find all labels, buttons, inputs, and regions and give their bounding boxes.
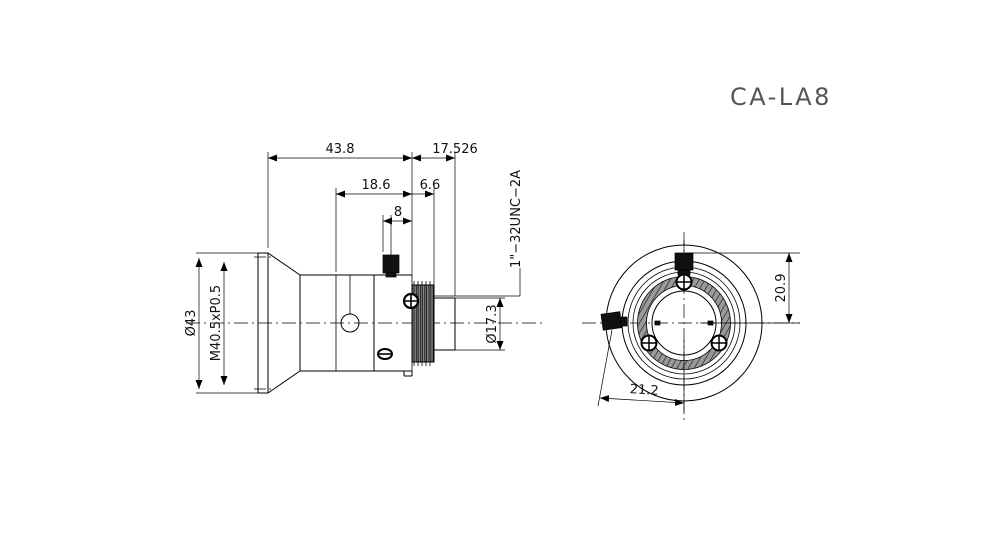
- top-lock-screw-front: [674, 240, 694, 276]
- retainer-screw-lower-side: [377, 348, 393, 360]
- dim-label-overall-front: 43.8: [326, 142, 355, 157]
- front-view: 20.9 21.2: [582, 232, 800, 424]
- dim-post-offset: 8: [383, 205, 412, 225]
- side-view-vertical-ext-lines: [196, 252, 274, 394]
- retainer-screw-lower-left: [640, 334, 658, 352]
- dim-label-post-offset: 8: [394, 205, 402, 220]
- dim-overall-front: 43.8: [268, 142, 412, 162]
- dim-label-ring-length: 6.6: [420, 178, 441, 193]
- dim-label-mount-length: 17.526: [432, 142, 478, 157]
- dim-label-flange-diameter: Ø43: [184, 310, 199, 337]
- dim-radial-offset: 21.2: [597, 329, 685, 412]
- dim-mount-length: 17.526: [412, 142, 478, 162]
- dim-label-post-height: 20.9: [774, 274, 789, 303]
- retainer-screw-top: [675, 273, 693, 291]
- dim-post-height: 20.9: [686, 252, 800, 324]
- dim-label-mount-thread: 1"−32UNC−2A: [509, 170, 524, 268]
- dim-flange-diameter: Ø43: [184, 258, 203, 389]
- dim-aperture-diameter: Ø17.3: [455, 297, 505, 351]
- page-title: CA-LA8: [730, 83, 832, 111]
- side-section-view: 43.8 17.526 18.6 6.6 8: [184, 142, 545, 394]
- dim-label-aperture-diameter: Ø17.3: [485, 304, 500, 343]
- dim-body-length: 18.6: [336, 178, 412, 198]
- dim-label-filter-thread: M40.5xP0.5: [209, 285, 224, 361]
- dim-label-body-length: 18.6: [362, 178, 391, 193]
- side-view-extension-lines: [267, 152, 456, 296]
- dim-ring-length: 6.6: [412, 178, 441, 198]
- dim-mount-thread: 1"−32UNC−2A: [434, 170, 524, 297]
- retainer-screw-upper-side: [402, 292, 420, 310]
- index-mark-left: [654, 320, 661, 326]
- dim-label-radial-offset: 21.2: [629, 382, 659, 399]
- side-lock-screw-front: [600, 311, 628, 331]
- retainer-screw-lower-right: [710, 334, 728, 352]
- dim-filter-thread: M40.5xP0.5: [209, 262, 228, 385]
- aperture-index-hole: [340, 275, 360, 333]
- top-lock-screw-side: [382, 215, 400, 278]
